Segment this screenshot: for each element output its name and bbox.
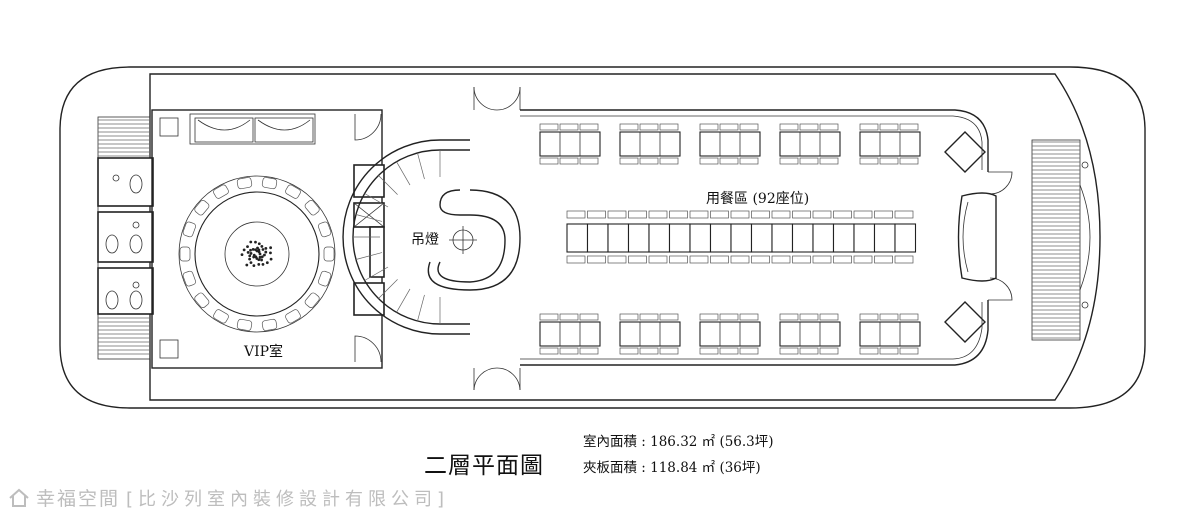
- dining-table: [859, 313, 921, 355]
- entrance-doors: [473, 86, 521, 391]
- vip-chair: [194, 292, 210, 308]
- vip-chair: [318, 270, 332, 287]
- vip-chair: [182, 221, 196, 238]
- vip-chair: [213, 184, 229, 199]
- dining-table: [699, 313, 761, 355]
- dining-table: [539, 313, 601, 355]
- vip-chair: [236, 177, 253, 190]
- vip-chair: [285, 309, 301, 324]
- indoor-area-text: 室內面積 : 186.32 ㎡ (56.3坪): [583, 434, 774, 450]
- vip-chair: [236, 318, 253, 331]
- vip-chair: [194, 200, 210, 216]
- dining-hall-wall: [520, 109, 989, 366]
- vip-chair: [304, 292, 320, 308]
- long-banquet-table: [566, 210, 917, 264]
- dining-table: [619, 313, 681, 355]
- vip-chair: [182, 270, 196, 287]
- toilet-block: [97, 116, 154, 360]
- deck-outline: [149, 73, 1101, 401]
- dining-table: [699, 123, 761, 165]
- vip-chair: [261, 177, 278, 190]
- watermark-company: [比沙列室內裝修設計有限公司]: [126, 488, 450, 510]
- vip-chair: [213, 309, 229, 324]
- dining-table: [539, 123, 601, 165]
- dining-table: [859, 123, 921, 165]
- front-counter: [944, 131, 997, 343]
- hull-outline: [59, 66, 1146, 409]
- dining-table: [779, 313, 841, 355]
- vip-room: [151, 109, 385, 369]
- floor-plan-title: 二層平面圖: [424, 453, 544, 479]
- vip-chair: [304, 200, 320, 216]
- house-icon: [9, 488, 29, 507]
- dining-table: [619, 123, 681, 165]
- watermark-brand: 幸福空間: [36, 488, 121, 510]
- vip-chair: [323, 246, 335, 262]
- mezzanine-area-text: 夾板面積 : 118.84 ㎡ (36坪): [583, 460, 761, 476]
- vip-chair: [261, 318, 278, 331]
- spiral-staircase: [342, 139, 521, 335]
- chandelier-label: 吊燈: [411, 232, 439, 248]
- bow-stairs: [1031, 139, 1091, 341]
- vip-room-label: VIP室: [243, 343, 283, 360]
- vip-chair: [318, 221, 332, 238]
- dining-area-label: 用餐區 (92座位): [706, 191, 809, 207]
- watermark: 幸福空間 [比沙列室內裝修設計有限公司]: [8, 484, 449, 511]
- vip-chair: [179, 246, 191, 262]
- vip-chair: [285, 184, 301, 199]
- dining-tables: [539, 123, 921, 355]
- dining-table: [779, 123, 841, 165]
